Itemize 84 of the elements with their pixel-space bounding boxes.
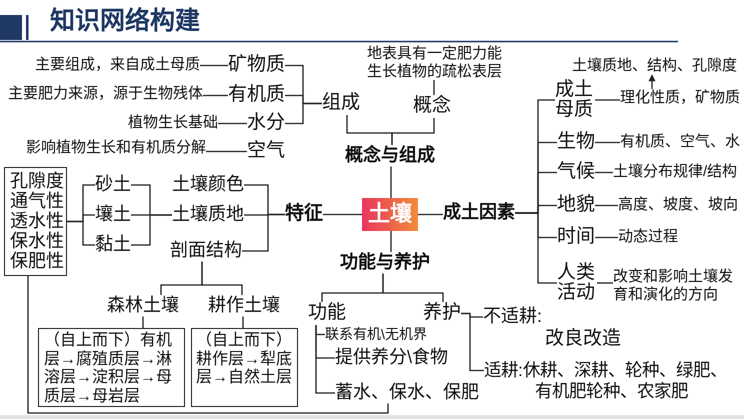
description-text: 高度、坡度、坡向: [618, 196, 738, 214]
connector-line: [142, 316, 144, 328]
connector-line: [597, 282, 613, 284]
connector-line: [242, 214, 285, 252]
branch-label: 成土因素: [443, 202, 515, 224]
layer-sequence-box: （自上而下）耕作层→犁底层→自然土层: [191, 328, 298, 407]
connector-line: [27, 276, 389, 414]
measure-text: 休耕、深耕、轮种、绿肥、有机肥轮种、农家肥: [522, 360, 728, 402]
topic-label: 水分: [247, 112, 285, 135]
condition-label: 适耕:: [484, 360, 523, 381]
description-text: 土壤分布规律/结构: [613, 163, 738, 181]
topic-label: 黏土: [95, 234, 131, 256]
branch-label: 功能与养护: [340, 252, 430, 274]
connector-line: [433, 80, 435, 95]
topic-label: 气候: [557, 161, 595, 184]
connector-line: [218, 122, 247, 124]
connector-line: [67, 220, 95, 246]
topic-label: 空气: [247, 140, 285, 163]
connector-line: [203, 94, 228, 96]
condition-label: 不适耕:: [483, 306, 542, 328]
connector-line: [595, 236, 618, 238]
property-label: 孔隙度: [10, 171, 64, 191]
title: 知识网络构建: [50, 6, 200, 36]
topic-label: 概念: [413, 95, 451, 118]
property-label: 保水性: [10, 231, 64, 251]
topic-label: 有机质: [228, 84, 285, 107]
connector-line: [390, 231, 392, 252]
property-box: [4, 167, 67, 276]
connector-line: [391, 118, 435, 145]
topic-label: 功能: [308, 302, 346, 325]
connector-line: [315, 325, 335, 394]
connector-line: [461, 312, 484, 372]
description-text: 主要组成，来自成土母质: [35, 56, 200, 74]
arrow: [648, 74, 656, 89]
topic-label: 时间: [557, 226, 595, 249]
connector-line: [595, 142, 620, 144]
description-text: 植物生长基础: [128, 114, 218, 132]
branch-label: 概念与组成: [345, 145, 435, 167]
description-text: 理化性质，矿物质: [620, 89, 740, 107]
topic-label: 剖面结构: [170, 240, 242, 262]
connector-line: [382, 274, 444, 302]
property-label: 透水性: [10, 211, 64, 231]
topic-label: 养护: [423, 302, 461, 325]
connector-line: [131, 214, 172, 246]
topic-label: 生物: [557, 131, 595, 154]
topic-label: 耕作土壤: [208, 295, 280, 317]
topic-label: 土壤质地: [172, 204, 244, 226]
description-text: 主要肥力来源，源于生物残体: [8, 85, 203, 103]
measure-text: 改良改造: [545, 328, 621, 350]
definition-text: 地表具有一定肥力能生长植物的疏松表层: [367, 45, 507, 80]
property-label: 通气性: [10, 191, 64, 211]
description-text: 影响植物生长和有机质分解: [26, 139, 206, 157]
topic-label: 土壤颜色: [172, 174, 244, 196]
description-text: 改变和影响土壤发育和演化的方向: [613, 268, 738, 304]
description-text: 有机质、空气、水: [620, 133, 740, 151]
topic-label: 壤土: [95, 204, 131, 226]
topic-label: 矿物质: [228, 54, 285, 77]
topic-label: 地貌: [557, 194, 595, 217]
connector-line: [595, 99, 620, 101]
topic-label: 森林土壤: [107, 295, 179, 317]
connector-line: [285, 102, 322, 124]
connector-line: [390, 166, 392, 198]
topic-label: 人类活动: [557, 263, 597, 303]
connector-line: [418, 214, 443, 216]
topic-label: 组成: [322, 92, 360, 115]
description-text: 提供养分\食物: [335, 347, 448, 369]
connector-line: [595, 172, 613, 174]
topic-label: 砂土: [95, 174, 131, 196]
description-text: 联系有机\无机界: [325, 326, 427, 343]
connector-line: [201, 262, 243, 295]
description-text: 土壤质地、结构、孔隙度: [572, 57, 737, 75]
connector-line: [200, 64, 228, 66]
description-text: 蓄水、保水、保肥: [335, 382, 479, 404]
connector-line: [323, 214, 362, 216]
branch-label: 特征: [285, 203, 323, 226]
connector-line: [206, 150, 247, 152]
connector-line: [595, 204, 618, 206]
connector-line: [242, 316, 244, 328]
central-topic-box: 土壤: [362, 198, 418, 231]
description-text: 动态过程: [618, 228, 678, 246]
property-label: 保肥性: [10, 251, 64, 271]
topic-label: 成土母质: [555, 80, 595, 120]
layer-sequence-box: （自上而下）有机层→腐殖质层→淋溶层→淀积层→母质层→母岩层: [38, 328, 185, 407]
connector-line: [515, 212, 557, 284]
